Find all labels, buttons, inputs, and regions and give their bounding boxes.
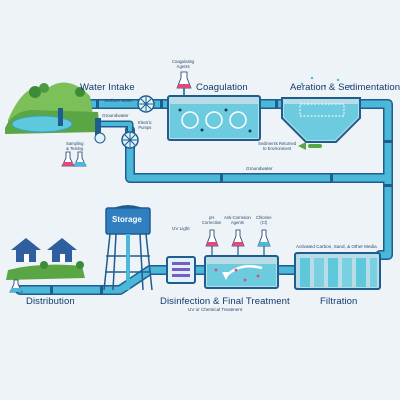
pipe-joint (330, 173, 333, 183)
ph-flask-fluid (206, 242, 218, 246)
stage-aeration-sedimentation: Aeration & Sedimentation (290, 82, 400, 93)
uv-unit (166, 256, 196, 284)
groundwater-well (95, 118, 101, 136)
bush-icon (40, 261, 48, 269)
sedimentation-tank (281, 76, 361, 150)
pipe-joint (383, 184, 393, 187)
pipe-joint (50, 285, 53, 295)
chemical-dot (214, 268, 218, 272)
air-bubble (310, 76, 314, 80)
label-filter-media: Activated Carbon, Sand, & Other Media (296, 244, 377, 249)
lake (11, 115, 73, 133)
aeration-grid (299, 103, 345, 117)
tower-legs (103, 233, 153, 291)
house-icon (47, 238, 77, 262)
floc-particle (248, 129, 252, 133)
pipe-joints (50, 99, 393, 295)
label-uv-chemical: UV or Chemical Treatment (188, 307, 243, 312)
stage-distribution: Distribution (26, 296, 75, 307)
label-electric-pumps: Electric Pumps (138, 120, 152, 130)
pipe-joint (160, 99, 163, 109)
intake-scene (5, 82, 101, 167)
label-sediments-returned: Sediments Returned to Environment (258, 141, 297, 151)
sampling-flask-fluid (62, 162, 74, 166)
uv-lamp (172, 262, 190, 265)
mixer-icon (205, 111, 223, 129)
distribution-flask-fluid (10, 288, 22, 292)
bush-icon (76, 261, 84, 269)
pump-blades (139, 97, 153, 111)
uv-lamp (172, 274, 190, 277)
filter-media-layer (300, 258, 310, 287)
ground-strip (6, 264, 85, 280)
stage-water-intake: Water Intake (80, 82, 135, 93)
anti-corrosion-flask-fluid (232, 242, 244, 246)
house-icon (11, 238, 41, 262)
stage-filtration: Filtration (320, 296, 358, 307)
chlorine-flask-fluid (258, 242, 270, 246)
coagulation-tank (167, 71, 261, 141)
tree (75, 87, 85, 97)
label-storage: Storage (112, 215, 142, 224)
uv-lamp (172, 268, 190, 271)
sampling-flask-fluid (74, 162, 86, 166)
pipe-joint (96, 99, 99, 109)
return-arrow-icon (298, 142, 306, 150)
coagulation-water (170, 104, 258, 138)
label-chlorine: Chlorine (Cl) (256, 215, 272, 225)
label-groundwater-pipe: Groundwater (246, 166, 273, 171)
disinfection-tank (204, 229, 279, 289)
intake-pipe (58, 108, 63, 126)
floc-particle (224, 108, 228, 112)
pipe-joint (100, 285, 103, 295)
pipe-joint (275, 99, 278, 109)
pump-blades (123, 133, 137, 147)
groundwater-pipe-inner (96, 122, 132, 132)
label-coagulating-agents: Coagulating Agents (172, 59, 195, 69)
filter-media-layer (356, 258, 366, 287)
pump-group (94, 95, 155, 149)
air-bubble (323, 84, 327, 88)
disinfection-water (207, 264, 276, 286)
air-bubble (336, 78, 340, 82)
floc-particle (200, 128, 204, 132)
label-sampling-testing: Sampling & Testing (66, 141, 84, 151)
label-ph-correction: pH Correction (202, 215, 222, 225)
sedimentation-water (284, 104, 358, 140)
house-door (60, 254, 65, 262)
filtration-tank (294, 252, 381, 290)
pump-icon (94, 132, 106, 144)
air-bubble (348, 84, 352, 88)
stage-coagulation: Coagulation (196, 82, 248, 93)
chemical-dot (234, 268, 238, 272)
chemical-dot (243, 278, 247, 282)
pipe-joint (383, 140, 393, 143)
stage-disinfection: Disinfection & Final Treatment (160, 296, 290, 307)
storage-tower (103, 205, 153, 291)
coagulant-flask-fluid (177, 84, 191, 88)
label-surface-water: Surface Water (104, 98, 134, 103)
floc-particle (178, 108, 182, 112)
chemical-dot (256, 274, 260, 278)
label-anti-corrosion: Anti-Corrosion Agents (224, 215, 251, 225)
label-groundwater-top: Groundwater (102, 113, 129, 118)
filter-media-layer (342, 258, 352, 287)
distribution-scene (6, 238, 85, 293)
filter-media-layer (370, 258, 377, 287)
tree (29, 86, 41, 98)
mixer-icon (229, 111, 247, 129)
pipe-joint (220, 173, 223, 183)
flow-arrow-head (222, 272, 230, 280)
label-uv-light: UV Light (172, 226, 190, 231)
air-bubble (300, 82, 304, 86)
filter-media-layer (328, 258, 338, 287)
mixer-icon (181, 111, 199, 129)
house-door (24, 254, 29, 262)
tree (39, 83, 49, 93)
filter-media-layer (314, 258, 324, 287)
